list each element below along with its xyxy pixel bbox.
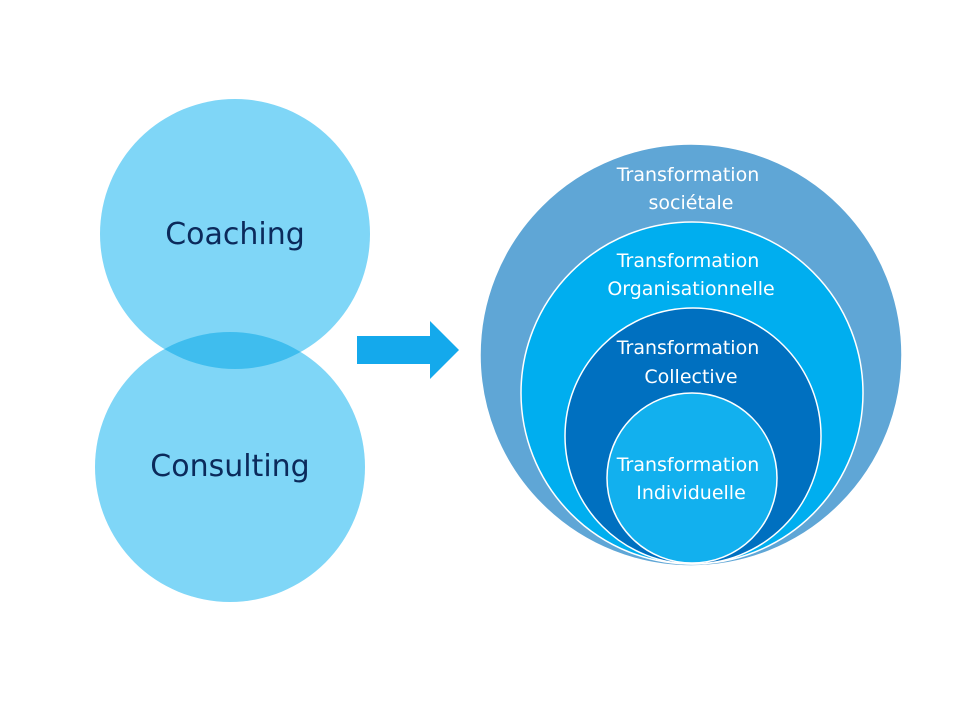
venn-diagram: Coaching Consulting <box>95 99 370 602</box>
ring-collective-line2: Collective <box>644 366 737 388</box>
ring-individuelle-line1: Transformation <box>616 454 760 476</box>
ring-societale-label: Transformation sociétale <box>616 164 766 214</box>
ring-organisationnelle-label: Transformation Organisationnelle <box>607 250 774 300</box>
ring-individuelle <box>606 392 778 564</box>
ring-societale-line2: sociétale <box>649 192 734 214</box>
ring-societale-line1: Transformation <box>616 164 760 186</box>
coaching-label: Coaching <box>165 217 305 252</box>
ring-organisationnelle-line1: Transformation <box>616 250 760 272</box>
coaching-circle <box>100 99 370 369</box>
ring-individuelle-line2: Individuelle <box>636 482 746 504</box>
ring-organisationnelle-line2: Organisationnelle <box>607 278 774 300</box>
consulting-label: Consulting <box>150 449 309 484</box>
ring-collective-line1: Transformation <box>616 337 760 359</box>
consulting-circle <box>95 332 365 602</box>
nested-circles: Transformation sociétale Transformation … <box>479 143 903 567</box>
ring-individuelle-label: Transformation Individuelle <box>616 454 766 504</box>
right-arrow-icon <box>357 321 459 379</box>
ring-collective-label: Transformation Collective <box>616 337 766 388</box>
